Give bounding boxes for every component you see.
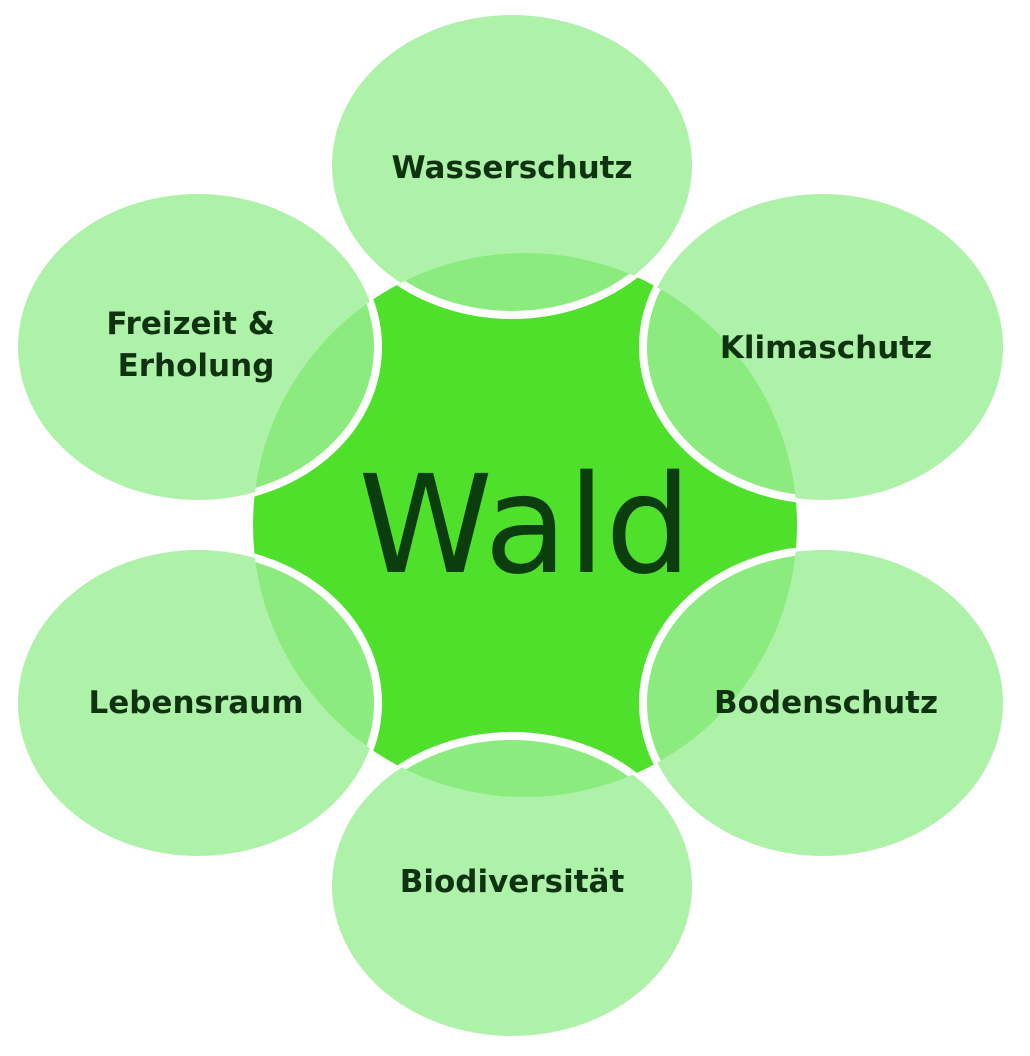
aspect-label-bodenschutz: Bodenschutz (714, 685, 938, 721)
separator-arcs (253, 253, 797, 797)
separator-arc-bottom (328, 732, 696, 797)
aspect-label-lebensraum: Lebensraum (88, 685, 303, 721)
aspect-label-klimaschutz: Klimaschutz (720, 330, 932, 366)
aspect-label-line: Klimaschutz (720, 330, 932, 366)
aspect-label-line: Wasserschutz (391, 150, 632, 186)
separator-arc-bottom-right (639, 546, 797, 797)
aspect-label-line: Freizeit & (106, 306, 274, 342)
center-label: Wald (358, 447, 691, 605)
separator-arc-top-right (639, 253, 797, 504)
separator-arc-top-left (253, 253, 382, 504)
aspect-label-line: Lebensraum (88, 685, 303, 721)
aspect-circle-freizeit (18, 194, 378, 500)
separator-arc-bottom-left (253, 546, 382, 797)
aspect-label-freizeit: Freizeit & Erholung (106, 306, 285, 384)
aspect-label-line: Biodiversität (400, 864, 625, 900)
aspect-circle-klimaschutz (643, 194, 1003, 500)
aspect-circle-wasserschutz (332, 15, 692, 315)
aspect-label-wasserschutz: Wasserschutz (391, 150, 632, 186)
aspect-circle-lebensraum (18, 550, 378, 856)
aspect-label-line: Erholung (118, 348, 275, 384)
aspect-label-line: Bodenschutz (714, 685, 938, 721)
aspect-circle-bodenschutz (643, 550, 1003, 856)
aspect-label-biodiversitaet: Biodiversität (400, 864, 625, 900)
aspect-circle-biodiversitaet (332, 736, 692, 1036)
separator-arc-top (328, 253, 696, 319)
